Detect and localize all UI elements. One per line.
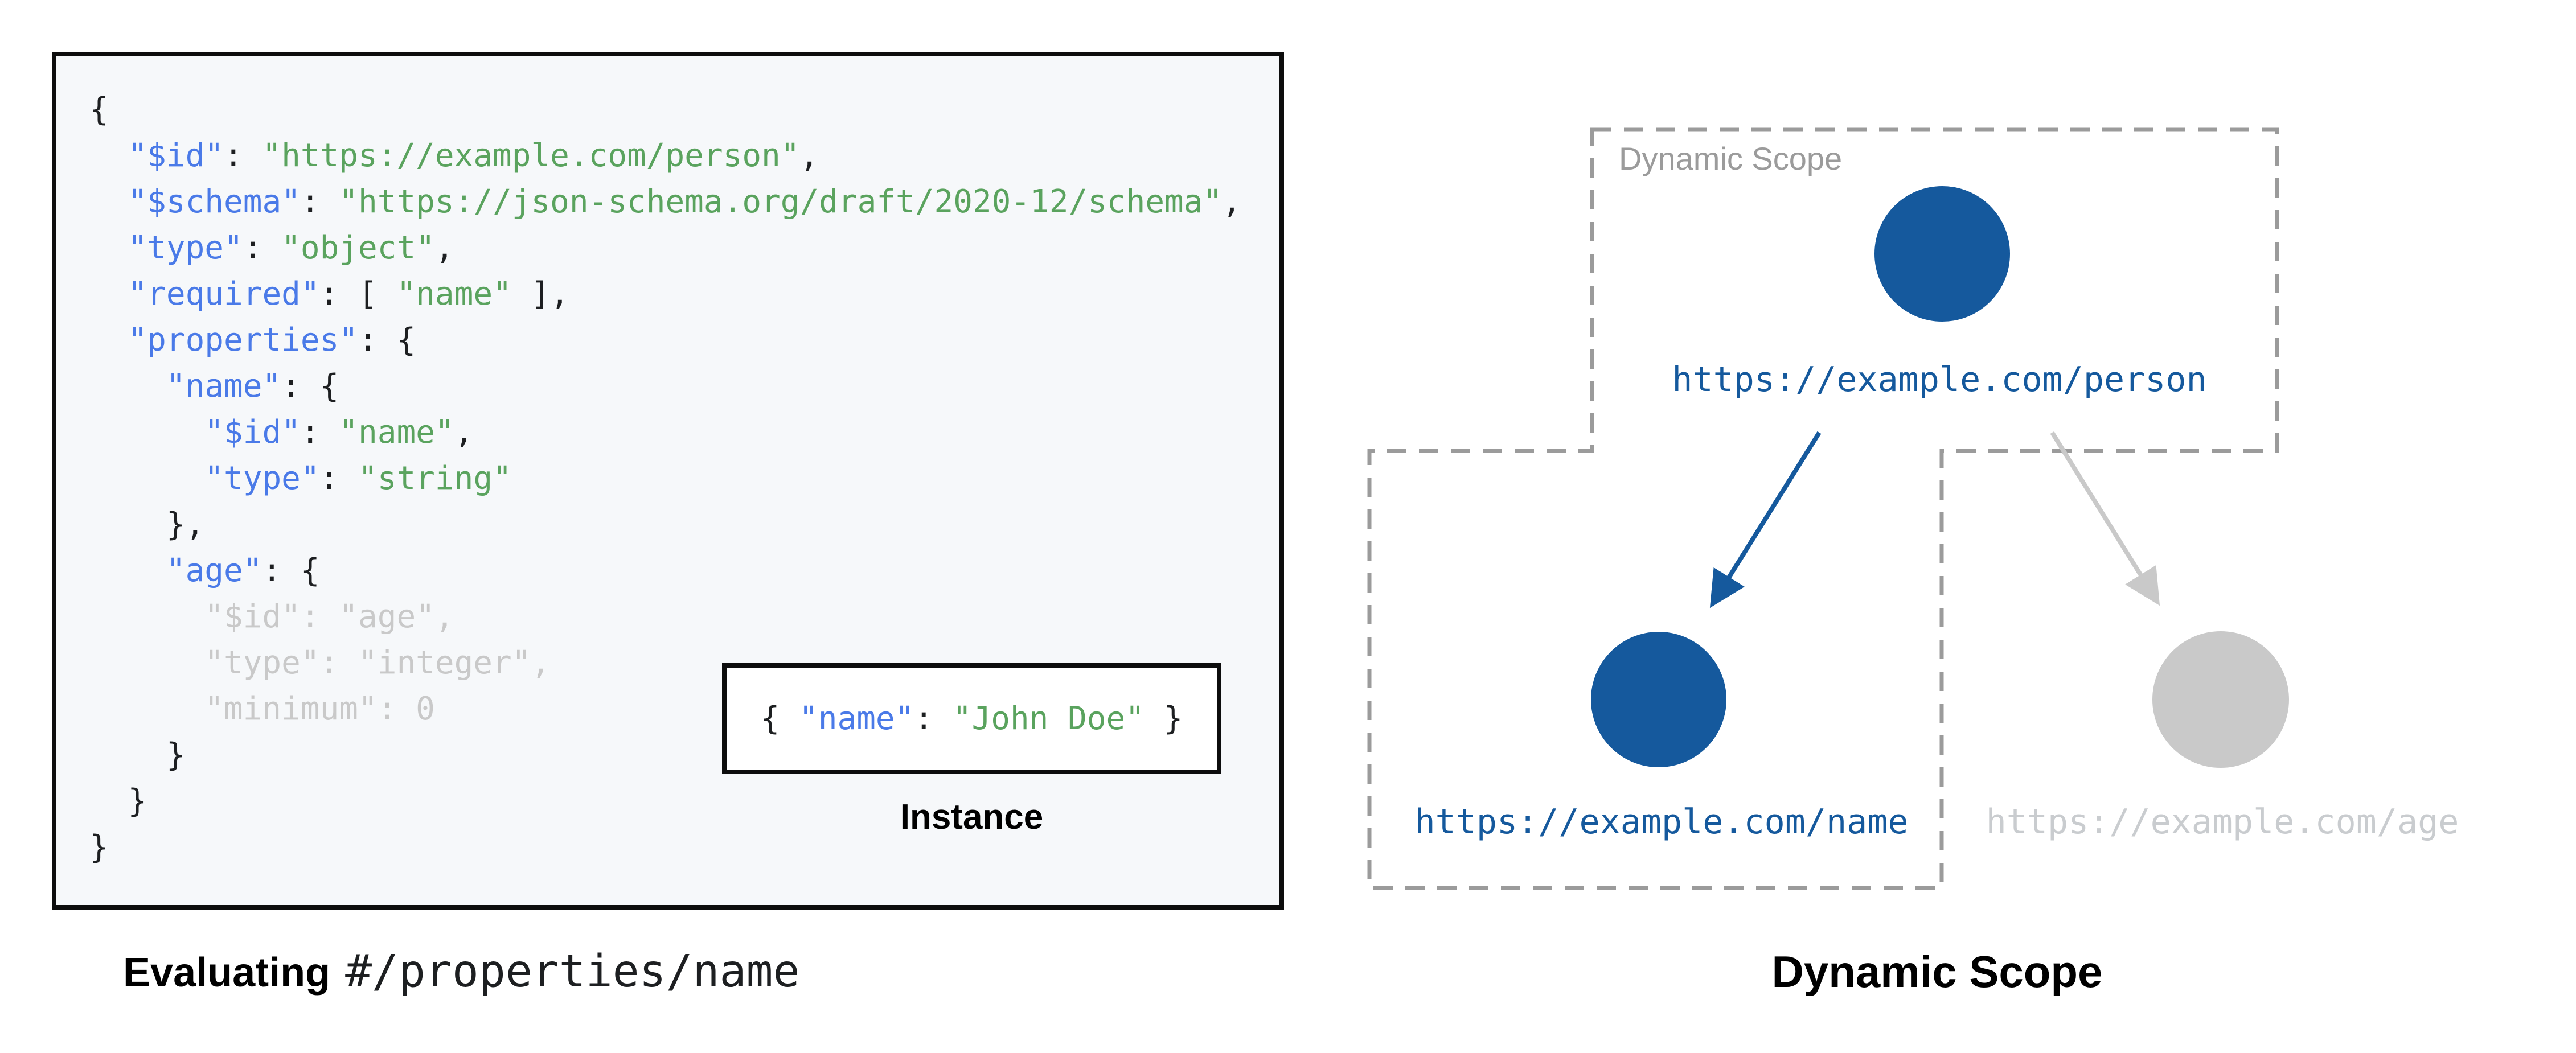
name-node (1591, 632, 1726, 767)
dynamic-scope-region-outline (1367, 127, 2279, 890)
code-line: } (89, 737, 186, 774)
code-line: "type": "string" (204, 460, 512, 497)
instance-label: Instance (900, 797, 1044, 837)
code-line: }, (89, 506, 205, 543)
code-line: "$id": "name", (204, 414, 474, 451)
code-line: "minimum": 0 (89, 690, 435, 727)
dynamic-scope-region-label: Dynamic Scope (1619, 141, 1843, 176)
code-line: } (89, 829, 109, 866)
code-line: "type": "object", (128, 229, 454, 266)
code-line: "$schema": "https://json-schema.org/draf… (128, 183, 1241, 220)
person-to-age-arrow (2050, 431, 2160, 606)
person-to-name-arrow (1709, 431, 1822, 608)
person-node (1874, 186, 2010, 322)
code-line: "name": { (166, 368, 339, 405)
age-node-label: https://example.com/age (1986, 802, 2459, 842)
code-line: "type": "integer", (89, 644, 551, 681)
code-line: { (89, 91, 109, 128)
evaluating-pointer: #/properties/name (345, 946, 800, 997)
diagram-title: Dynamic Scope (1771, 947, 2103, 997)
evaluating-caption-bold: Evaluating (123, 950, 331, 996)
schema-code-panel: { "$id": "https://example.com/person", "… (52, 52, 1284, 910)
code-line: "$id": "https://example.com/person", (128, 137, 819, 174)
schema-code: { "$id": "https://example.com/person", "… (89, 87, 1274, 870)
code-line: "required": [ "name" ], (128, 275, 569, 312)
person-node-label: https://example.com/person (1672, 360, 2207, 400)
evaluating-caption: Evaluating #/properties/name (123, 946, 799, 997)
age-node (2152, 631, 2289, 768)
code-line: "$id": "age", (89, 598, 454, 635)
instance-code: { "name": "John Doe" } (760, 700, 1183, 737)
name-node-label: https://example.com/name (1414, 802, 1909, 842)
code-line: "age": { (166, 552, 320, 589)
instance-box: { "name": "John Doe" } (722, 663, 1221, 774)
code-line: } (89, 783, 147, 820)
code-line: "properties": { (128, 322, 416, 359)
